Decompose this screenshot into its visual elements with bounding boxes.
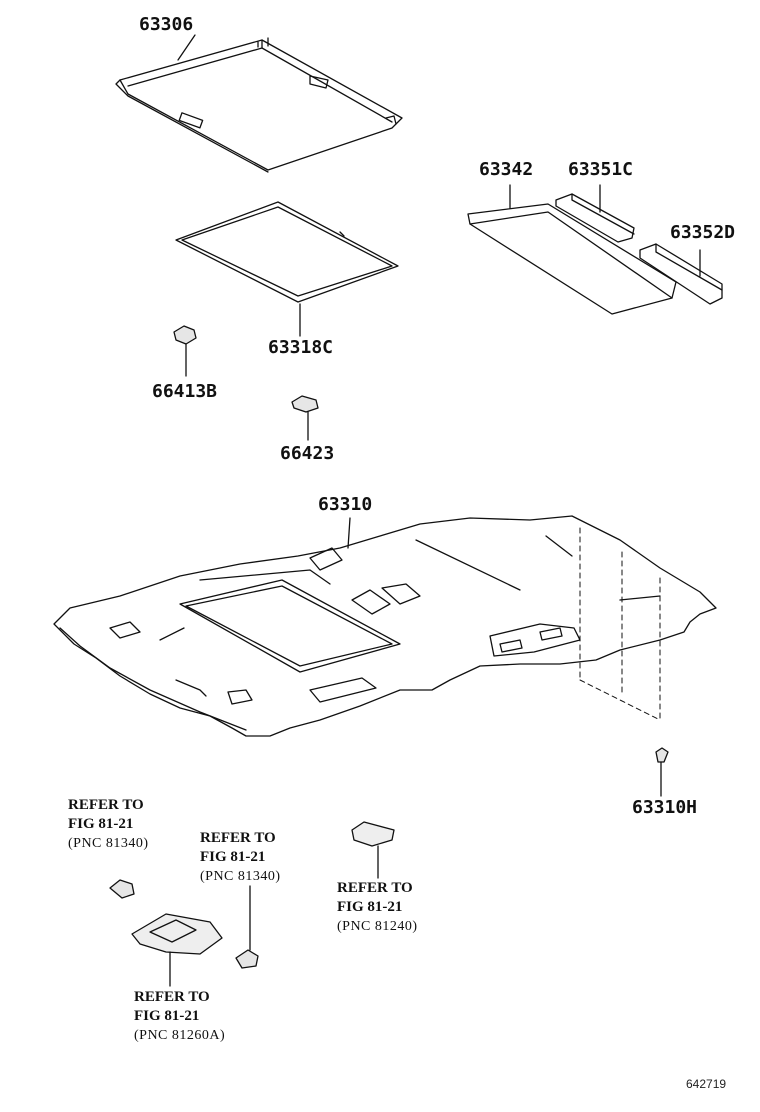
lamp-81260a [131, 913, 223, 987]
part-label-63342: 63342 [479, 159, 534, 180]
clip-81340-right [235, 885, 259, 969]
part-label-63351c: 63351C [568, 159, 634, 180]
part-label-63310h: 63310H [632, 797, 698, 818]
rear-panel-63342 [467, 184, 677, 315]
headliner-63310 [53, 515, 717, 737]
reference-pnc: (PNC 81260A) [134, 1028, 226, 1043]
sunshade-63306 [115, 34, 403, 173]
lamp-81240 [351, 821, 395, 879]
figure-number: 642719 [686, 1077, 727, 1091]
part-label-66423: 66423 [280, 443, 335, 464]
part-label-63306: 63306 [139, 14, 194, 35]
clip-66413b [173, 325, 197, 377]
reference-pnc: (PNC 81340) [200, 869, 281, 884]
reference-note-81340-right: REFER TO FIG 81-21 (PNC 81340) [200, 829, 281, 886]
reference-line: REFER TO [200, 830, 276, 846]
reference-line: REFER TO [68, 797, 144, 813]
part-label-66413b: 66413B [152, 381, 218, 402]
reference-note-81260a: REFER TO FIG 81-21 (PNC 81260A) [134, 988, 225, 1045]
dashed-guide-lines [579, 527, 661, 721]
part-label-63352d: 63352D [670, 222, 736, 243]
reference-note-81340-left: REFER TO FIG 81-21 (PNC 81340) [68, 796, 149, 853]
clip-81340-left [109, 879, 135, 899]
reference-note-81240: REFER TO FIG 81-21 (PNC 81240) [337, 879, 418, 936]
reference-line: REFER TO [134, 989, 210, 1005]
block-63351c [555, 184, 635, 243]
part-label-63310: 63310 [318, 494, 373, 515]
part-label-63318c: 63318C [268, 337, 334, 358]
block-63352d [639, 243, 723, 305]
clip-63310h [655, 747, 669, 797]
reference-line: REFER TO [337, 880, 413, 896]
sunroof-seal-63318c [175, 201, 399, 337]
reference-pnc: (PNC 81240) [337, 919, 418, 934]
clip-66423 [291, 395, 319, 441]
reference-pnc: (PNC 81340) [68, 836, 149, 851]
reference-fig: FIG 81-21 [200, 849, 266, 865]
reference-fig: FIG 81-21 [68, 816, 134, 832]
reference-fig: FIG 81-21 [337, 899, 403, 915]
reference-fig: FIG 81-21 [134, 1008, 200, 1024]
